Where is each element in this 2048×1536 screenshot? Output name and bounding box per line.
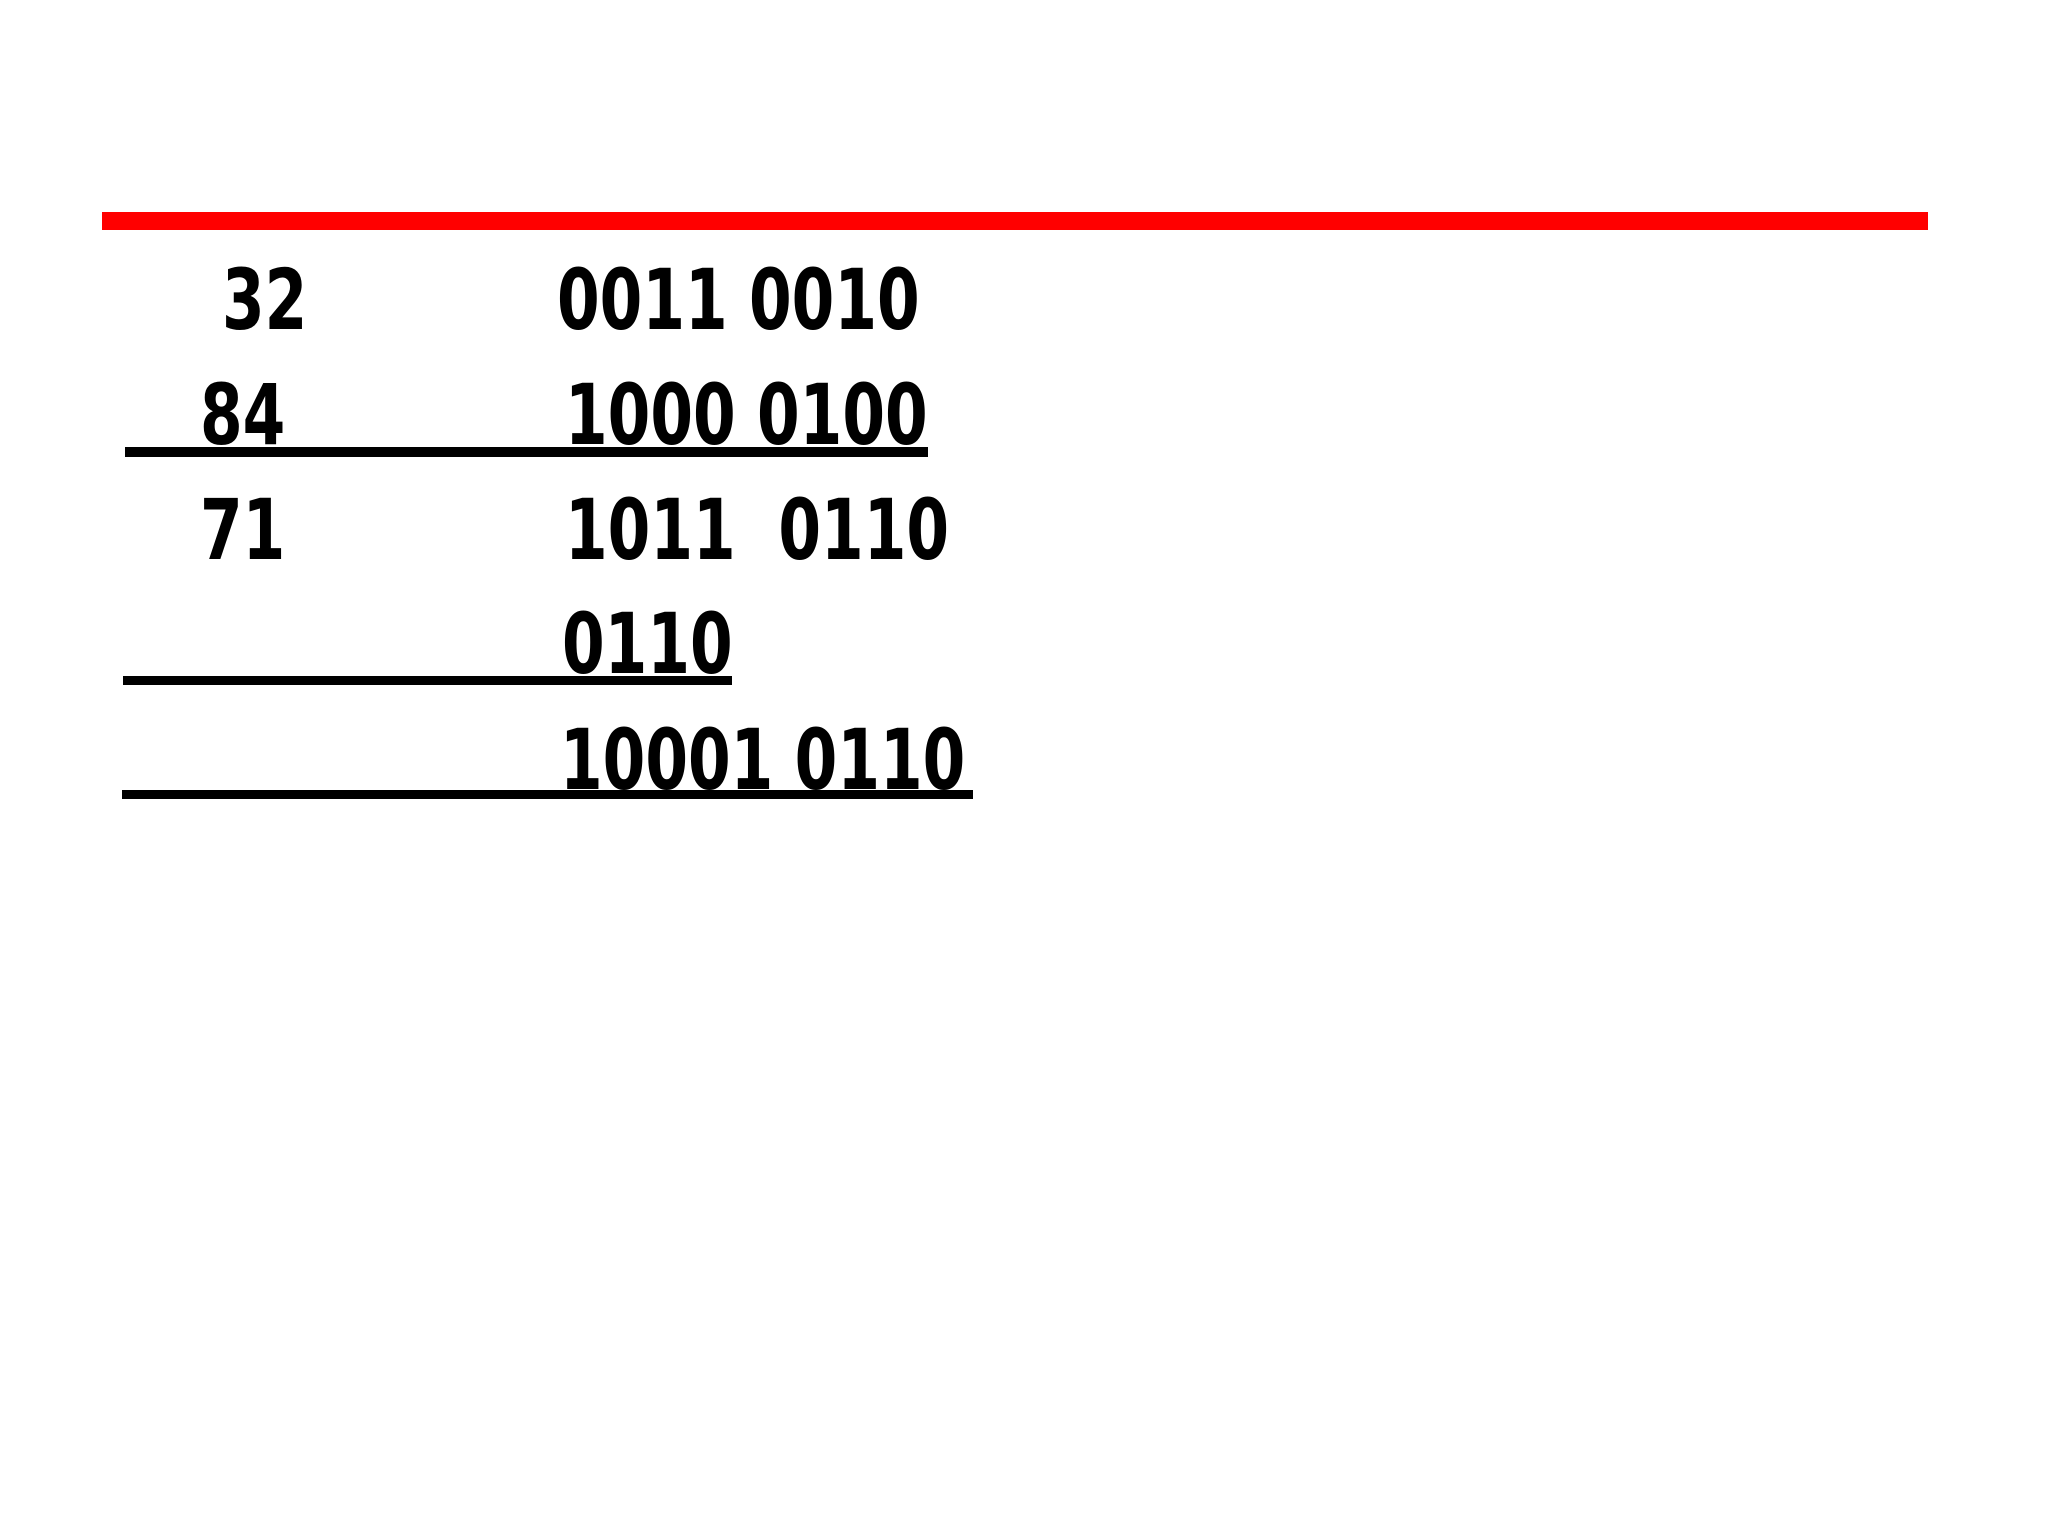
- binary-correction-addend: 0110: [562, 595, 733, 693]
- red-divider-line: [102, 212, 1928, 230]
- addition-rule-line-1: [125, 447, 928, 457]
- decimal-operand-2: 84: [200, 366, 286, 464]
- binary-operand-1: 0011 0010: [557, 251, 920, 349]
- binary-operand-2: 1000 0100: [565, 366, 928, 464]
- addition-rule-line-2: [123, 676, 732, 685]
- decimal-operand-1: 32: [222, 251, 308, 349]
- addition-rule-line-3: [122, 790, 973, 799]
- decimal-intermediate-sum: 71: [200, 481, 286, 579]
- binary-final-sum: 10001 0110: [560, 711, 966, 809]
- binary-intermediate-sum: 1011 0110: [565, 481, 950, 579]
